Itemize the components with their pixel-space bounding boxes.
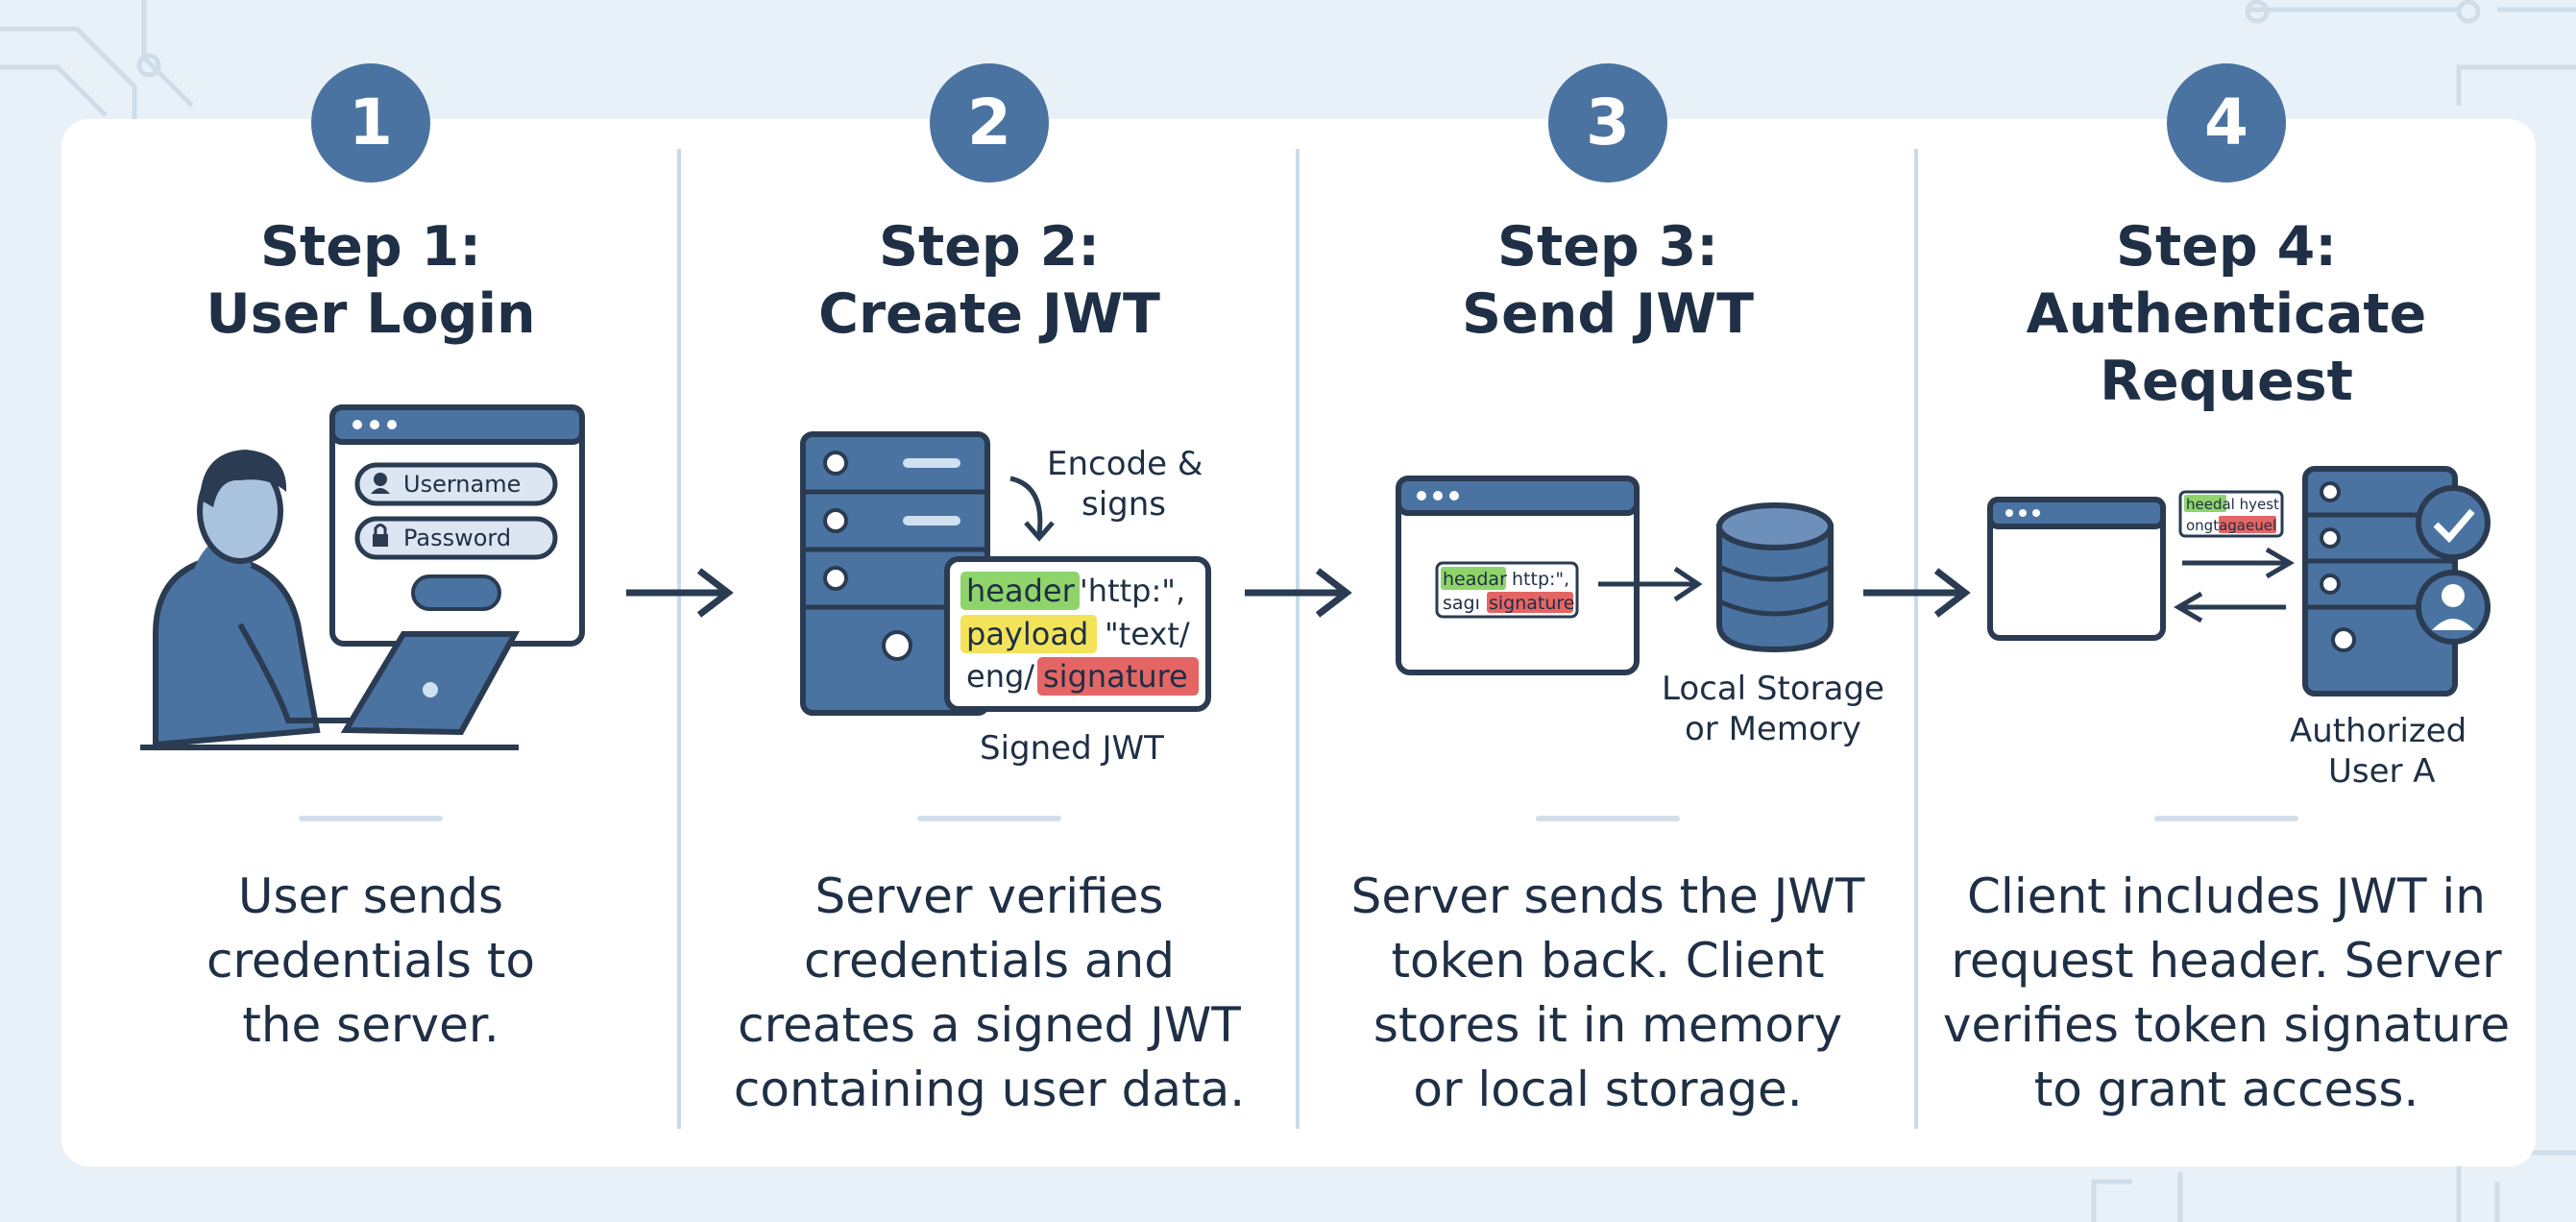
right-arrow-icon <box>1598 566 1703 602</box>
token-card-icon <box>944 556 1211 712</box>
curved-arrow-head <box>1024 521 1055 542</box>
step-description: Server verifies credentials and creates … <box>733 868 1246 1117</box>
token-card-icon <box>2178 490 2284 538</box>
right-arrow-icon <box>626 568 734 618</box>
token-payload: payload <box>966 616 1088 652</box>
step-number-badge: 3 <box>1548 63 1667 183</box>
token-header-value: http:", <box>1512 569 1569 590</box>
user-label-line-2: User A <box>2328 752 2436 791</box>
separator <box>2154 816 2298 821</box>
token-payload-value: "text/ <box>1105 616 1190 652</box>
encode-label-line-1: Encode & <box>1047 445 1203 483</box>
step-title: Step 4: Authenticate Request <box>2026 215 2427 413</box>
username-label: Username <box>403 471 521 498</box>
step-number-badge: 2 <box>930 63 1049 183</box>
signed-jwt-caption: Signed JWT <box>980 729 1164 768</box>
curved-arrow-icon <box>1009 476 1043 535</box>
right-arrow-icon <box>2182 547 2295 579</box>
step-title: Step 3: Send JWT <box>1462 215 1754 346</box>
step-description: Server sends the JWT token back. Client … <box>1350 868 1865 1117</box>
column-divider <box>1914 149 1918 1129</box>
column-divider <box>677 149 681 1129</box>
separator <box>1536 816 1680 821</box>
person-at-laptop-icon <box>140 450 521 750</box>
storage-label-line-2: or Memory <box>1685 710 1861 748</box>
step-4-column: 4 Step 4: Authenticate Request Client in… <box>1938 0 2515 1222</box>
step-1-column: 1 Step 1: User Login User sends credenti… <box>83 0 659 1222</box>
login-window-icon <box>329 404 585 647</box>
column-divider <box>1296 149 1300 1129</box>
token-line-2: ongtagaeuel <box>2186 517 2276 534</box>
browser-window-icon <box>1396 476 1640 675</box>
step-number-badge: 1 <box>311 63 430 183</box>
storage-label-line-1: Local Storage <box>1662 670 1884 708</box>
token-eng: eng/ <box>966 658 1034 695</box>
check-badge-icon <box>2416 485 2491 560</box>
database-icon <box>1716 502 1834 653</box>
right-arrow-icon <box>1863 568 1971 618</box>
step-description: Client includes JWT in request header. S… <box>1942 868 2511 1117</box>
token-signature: signature <box>1489 593 1575 614</box>
token-prefix: sagı <box>1443 593 1480 614</box>
user-badge-icon <box>2416 570 2491 645</box>
token-signature: signature <box>1043 658 1188 695</box>
step-title: Step 1: User Login <box>206 215 536 346</box>
right-arrow-icon <box>1245 568 1352 618</box>
step-number-badge: 4 <box>2167 63 2286 183</box>
separator <box>299 816 443 821</box>
step-description: User sends credentials to the server. <box>206 868 536 1053</box>
browser-window-icon <box>1987 497 2166 641</box>
encode-label-line-2: signs <box>1081 485 1166 524</box>
token-header-value: 'http:", <box>1080 573 1185 609</box>
step-3-column: 3 Step 3: Send JWT Server sends the JWT … <box>1320 0 1896 1222</box>
token-header: headar <box>1443 569 1507 590</box>
separator <box>917 816 1061 821</box>
user-label-line-1: Authorized <box>2290 712 2467 750</box>
step-title: Step 2: Create JWT <box>818 215 1160 346</box>
token-line-1: heedal hyest <box>2186 496 2279 513</box>
step-2-column: 2 Step 2: Create JWT Server verifies cre… <box>701 0 1277 1222</box>
left-arrow-icon <box>2174 591 2286 623</box>
token-header: header <box>966 573 1076 609</box>
password-label: Password <box>403 525 511 551</box>
